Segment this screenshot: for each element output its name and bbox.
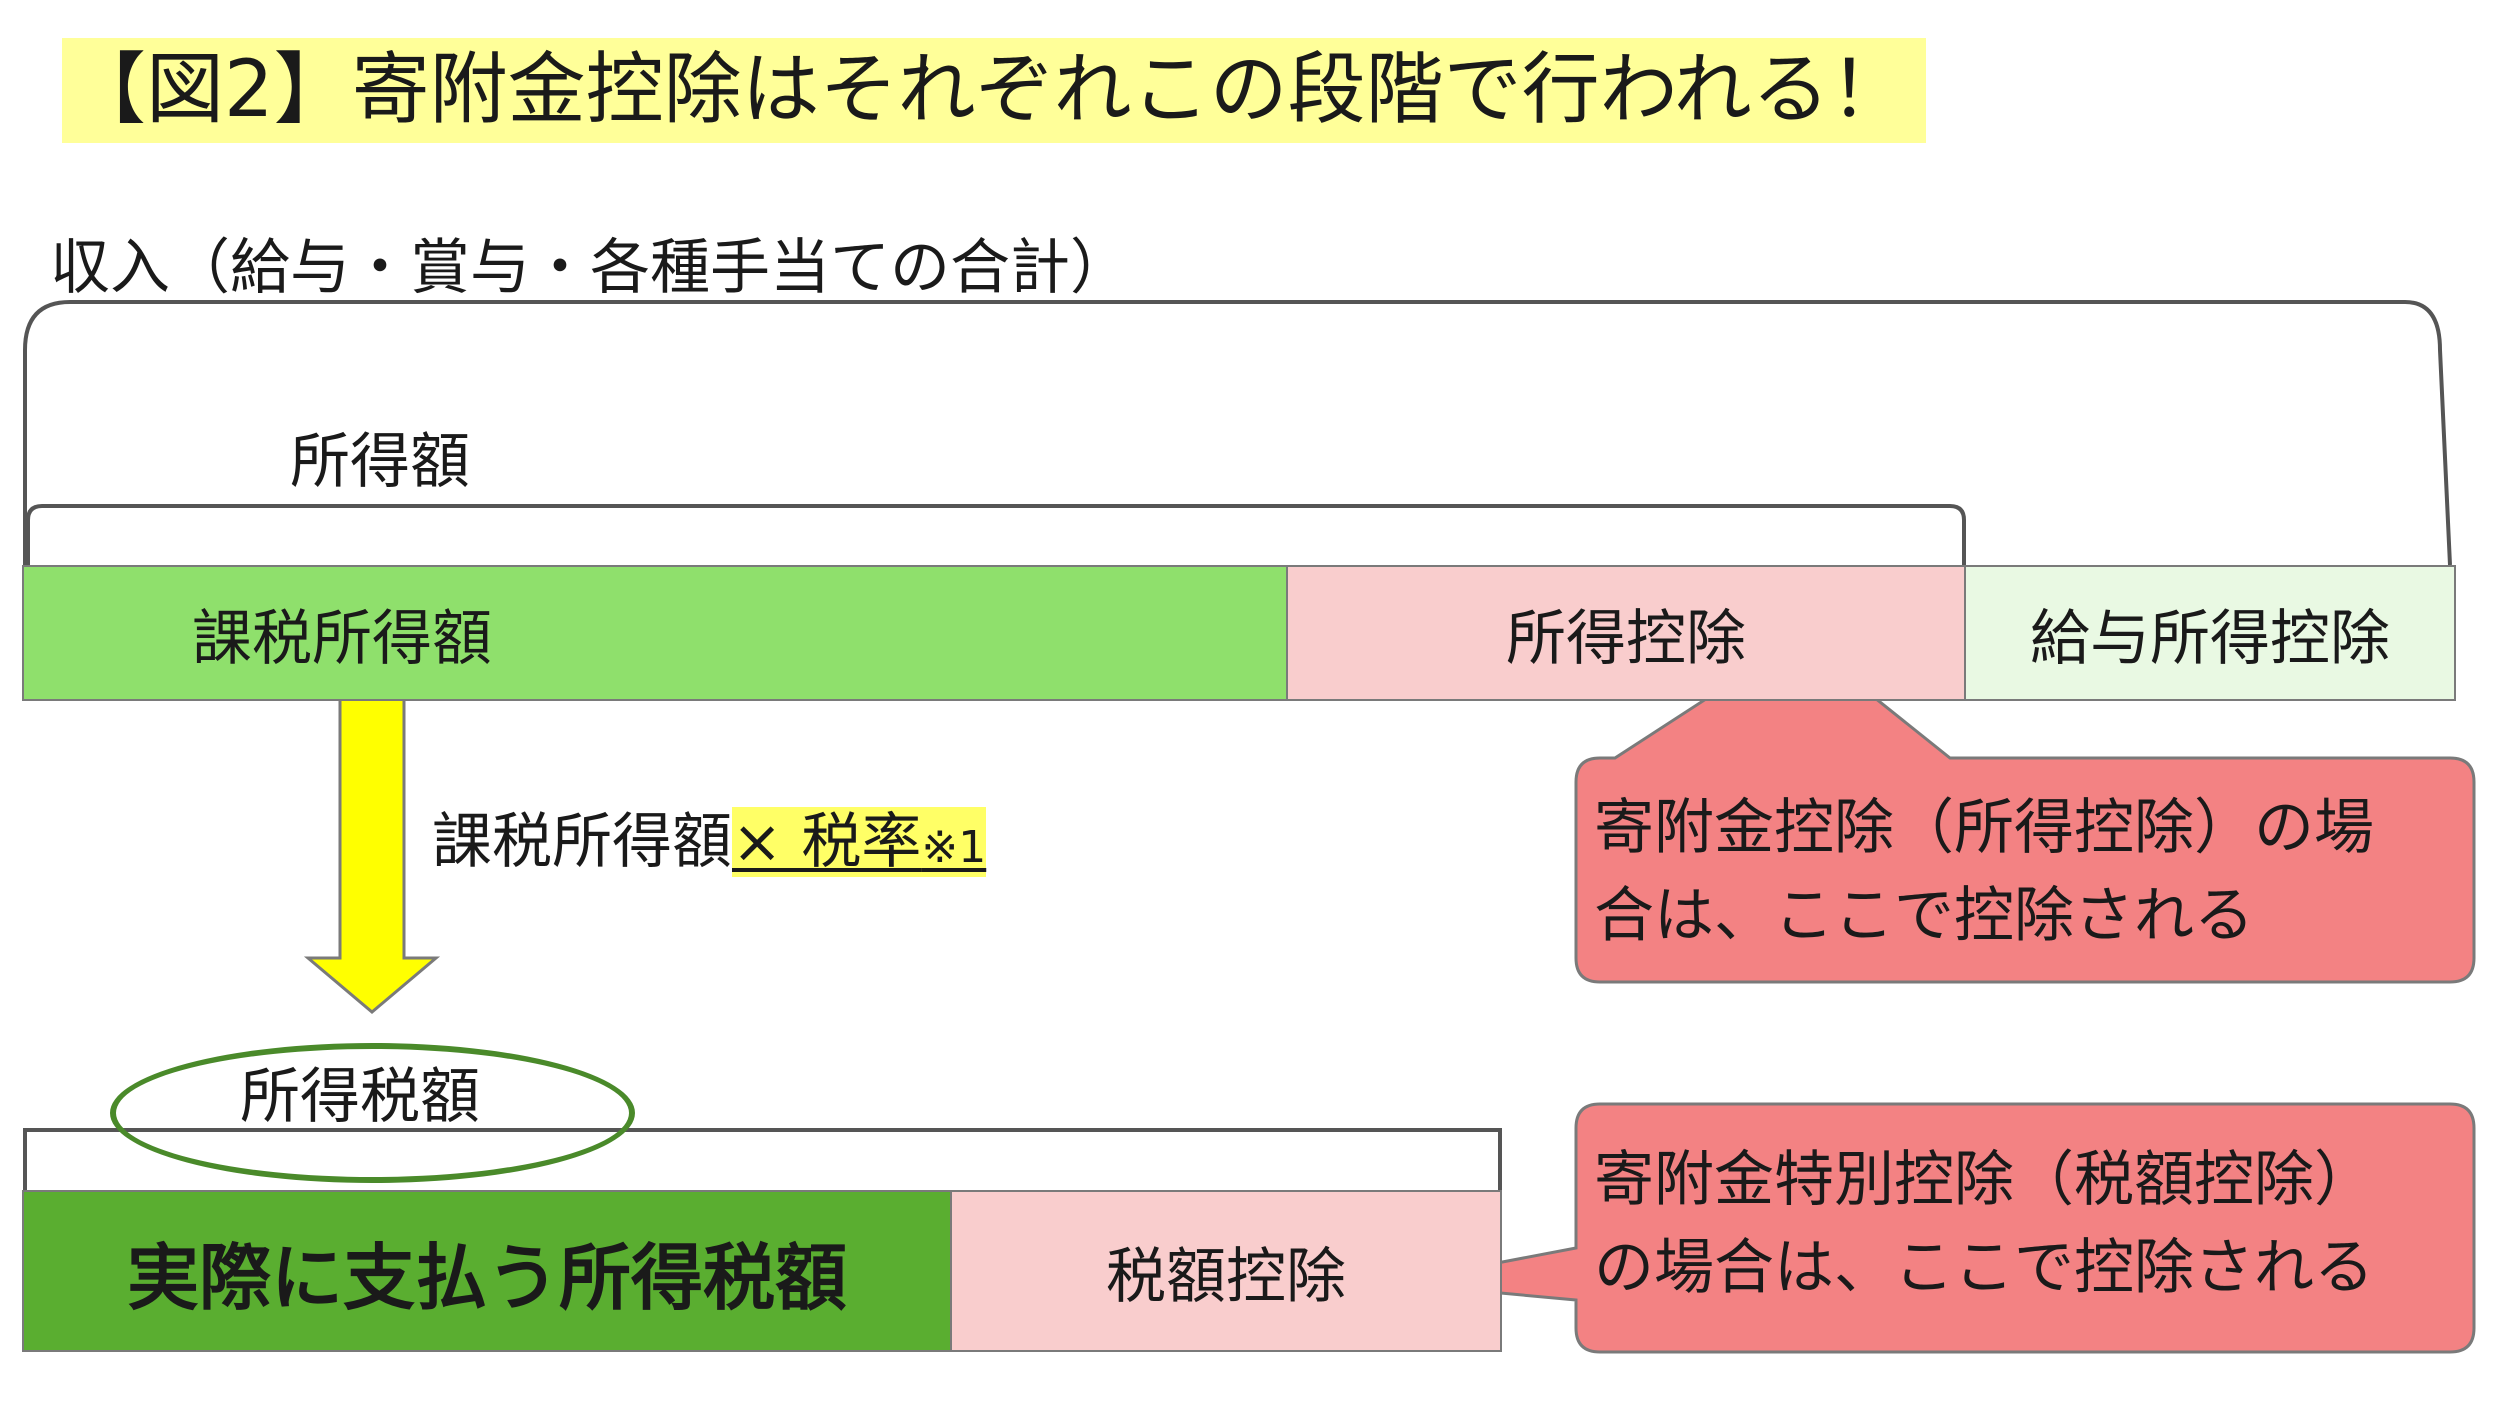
salary-deduction-bar: 給与所得控除: [1964, 565, 2456, 701]
actual-tax-bar: 実際に支払う所得税額: [22, 1190, 952, 1352]
income-tax-ellipse: [110, 1043, 635, 1183]
callout-credit-line2: の場合は、ここで控除される: [1594, 1233, 2374, 1303]
page-title: 【図2】寄附金控除はそれぞれこの段階で行われる！: [62, 38, 1926, 143]
income-deduction-bar: 所得控除: [1286, 565, 1966, 701]
taxable-income-label: 課税所得額: [192, 603, 492, 674]
taxable-income-bar: 課税所得額: [22, 565, 1288, 701]
income-deduction-label: 所得控除: [1506, 603, 1746, 674]
callout-income-line1: 寄附金控除（所得控除）の場: [1594, 793, 2374, 863]
tax-credit-label: 税額控除: [1106, 1241, 1346, 1312]
formula-prefix: 課税所得額: [432, 807, 732, 877]
actual-tax-label: 実際に支払う所得税額: [126, 1235, 847, 1320]
callout-credit-line1: 寄附金特別控除（税額控除）: [1594, 1145, 2374, 1215]
income-bracket: [23, 300, 2452, 566]
formula-note: ※1: [921, 822, 987, 873]
shotoku-label: 所得額: [290, 427, 470, 497]
shotoku-bracket: [26, 504, 1966, 565]
tax-formula: 課税所得額× 税率※1: [432, 807, 987, 877]
callout-income-shape: [1574, 636, 2476, 984]
callout-credit-text: 寄附金特別控除（税額控除） の場合は、ここで控除される: [1594, 1136, 2374, 1312]
tax-credit-bar: 税額控除: [950, 1190, 1502, 1352]
formula-tax-rate: × 税率※1: [732, 807, 987, 877]
down-arrow-icon: [303, 678, 441, 1014]
income-tax-label: 所得税額: [240, 1062, 480, 1132]
income-label: 収入（給与・賞与・各種手当ての合計）: [50, 233, 1130, 303]
salary-deduction-label: 給与所得控除: [2030, 603, 2390, 674]
callout-income-line2: 合は、ここで控除される: [1594, 881, 2254, 951]
callout-credit-shape: [1391, 1102, 2476, 1354]
callout-income-text: 寄附金控除（所得控除）の場 合は、ここで控除される: [1594, 784, 2374, 960]
income-tax-bracket: [23, 1128, 1502, 1190]
